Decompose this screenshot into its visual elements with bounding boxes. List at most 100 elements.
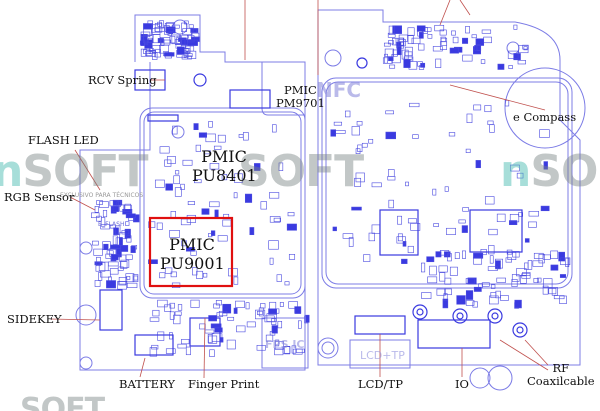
component-pad: [496, 277, 506, 283]
component-pad: [305, 314, 310, 323]
label-flash-led: FLASH LED: [28, 133, 99, 147]
component-pad: [260, 201, 267, 210]
component-pad: [181, 240, 187, 247]
component-pad: [392, 49, 398, 57]
component-pad: [427, 276, 438, 284]
component-pad: [214, 327, 223, 333]
component-pad: [117, 280, 127, 290]
component-pad: [186, 50, 197, 59]
component-pad: [245, 302, 250, 310]
component-pad: [120, 261, 128, 269]
component-pad: [269, 192, 280, 199]
component-pad: [277, 320, 283, 329]
component-pad: [523, 46, 528, 51]
component-pad: [246, 321, 256, 328]
leader-lines: [49, 0, 549, 379]
component-pad: [443, 293, 448, 301]
component-pad: [481, 29, 492, 34]
component-pad: [159, 20, 164, 29]
component-pad: [177, 343, 187, 349]
component-pad: [234, 173, 243, 183]
component-pad: [98, 272, 103, 281]
component-pad: [222, 219, 232, 227]
component-pad: [439, 29, 447, 36]
component-pad: [387, 176, 396, 181]
component-pad: [388, 199, 394, 209]
component-pad: [528, 210, 539, 217]
component-pad: [412, 134, 419, 139]
component-pad: [527, 260, 533, 270]
component-pad: [271, 325, 278, 334]
component-pad: [432, 188, 437, 196]
component-pad: [106, 250, 114, 255]
label-rgb-sensor: RGB Sensor: [4, 190, 75, 204]
component-pad: [187, 35, 195, 43]
component-pad: [91, 212, 100, 219]
component-pad: [403, 59, 411, 68]
component-pad: [185, 53, 193, 57]
component-pad: [444, 277, 452, 285]
component-pad: [497, 63, 505, 70]
component-pad: [558, 251, 566, 262]
component-pad: [396, 236, 406, 244]
component-pad: [173, 175, 180, 185]
silk-lcd-tp: LCD+TP: [360, 349, 405, 362]
component-pad: [208, 121, 213, 128]
component-pad: [462, 54, 473, 62]
component-pad: [505, 257, 512, 263]
component-pad: [363, 254, 371, 262]
component-pad: [221, 174, 228, 181]
component-pad: [207, 334, 213, 343]
component-pad: [433, 223, 439, 227]
component-pad: [466, 113, 473, 123]
component-pad: [276, 274, 282, 282]
component-pad: [143, 28, 152, 36]
component-pad: [260, 303, 266, 309]
component-pad: [397, 215, 403, 225]
component-pad: [190, 250, 197, 256]
component-pad: [448, 132, 456, 137]
component-pad: [355, 148, 361, 154]
component-pad: [227, 316, 235, 321]
fps-ic-outline: [261, 317, 309, 369]
component-pad: [198, 132, 207, 138]
component-pad: [401, 258, 408, 264]
component-pad: [172, 125, 178, 135]
component-pad: [100, 224, 110, 230]
component-pad: [355, 172, 365, 183]
component-pad: [124, 228, 131, 239]
component-pad: [140, 31, 151, 37]
component-pad: [132, 274, 139, 282]
component-pad: [520, 275, 527, 284]
component-pad: [472, 301, 478, 308]
component-pad: [444, 288, 452, 296]
component-pad: [333, 121, 343, 126]
component-pad: [361, 142, 368, 148]
component-pad: [389, 64, 396, 69]
component-pad: [483, 36, 492, 44]
component-pad: [179, 34, 189, 39]
component-pad: [490, 284, 496, 289]
silk-fps-ic: FPS IC: [265, 338, 305, 351]
component-pad: [125, 273, 135, 283]
label-e-compass: e Compass: [513, 110, 577, 124]
component-pad: [410, 223, 421, 231]
component-pad: [183, 53, 189, 58]
component-pad: [288, 301, 298, 309]
component-pad: [217, 134, 226, 143]
component-pad: [96, 200, 103, 205]
component-pad: [249, 227, 255, 236]
battery-connector: [134, 334, 174, 356]
component-pad: [208, 335, 218, 344]
component-pad: [152, 309, 160, 317]
component-pad: [272, 124, 277, 133]
component-pad: [439, 272, 446, 282]
component-pad: [449, 47, 459, 54]
component-pad: [427, 34, 433, 39]
component-pad: [435, 251, 442, 258]
component-pad: [269, 257, 274, 265]
component-pad: [190, 299, 200, 308]
component-pad: [444, 186, 449, 192]
